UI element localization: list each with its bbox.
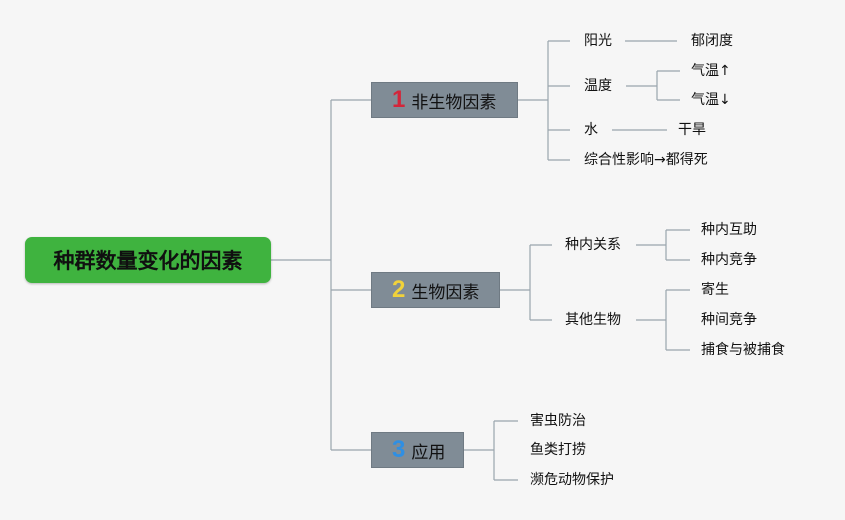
- topic-intraspecific[interactable]: 种内关系: [565, 237, 621, 253]
- topic-pest-control[interactable]: 害虫防治: [530, 413, 586, 429]
- topic-predation[interactable]: 捕食与被捕食: [701, 342, 785, 358]
- root-topic-label: 种群数量变化的因素: [53, 249, 243, 273]
- topic-drought[interactable]: 干旱: [678, 122, 706, 138]
- topic-canopy-density[interactable]: 郁闭度: [691, 33, 733, 49]
- topic-intraspecific-aid[interactable]: 种内互助: [701, 222, 757, 238]
- branch-application[interactable]: 3 应用: [371, 432, 464, 468]
- connector-branch-2: [500, 244, 552, 321]
- topic-temp-drop[interactable]: 气温↓: [691, 92, 731, 108]
- connector-b2-other: [636, 289, 690, 351]
- connector-b2-intra: [636, 229, 690, 261]
- topic-parasitism[interactable]: 寄生: [701, 282, 729, 298]
- topic-temp-rise[interactable]: 气温↑: [691, 63, 731, 79]
- branch-number: 1: [392, 86, 406, 113]
- connector-b1-temp: [626, 70, 680, 101]
- topic-water[interactable]: 水: [584, 122, 598, 138]
- topic-combined-effect[interactable]: 综合性影响→都得死: [584, 152, 708, 168]
- topic-endangered-protection[interactable]: 濒危动物保护: [530, 472, 614, 488]
- branch-label: 非生物因素: [411, 92, 497, 113]
- connector-root: [271, 99, 371, 451]
- connector-branch-1: [518, 40, 570, 161]
- topic-sunlight[interactable]: 阳光: [584, 33, 612, 49]
- topic-other-organisms[interactable]: 其他生物: [565, 312, 621, 328]
- branch-label: 应用: [411, 442, 446, 463]
- topic-interspecific-competition[interactable]: 种间竞争: [701, 312, 757, 328]
- branch-biotic[interactable]: 2 生物因素: [371, 272, 500, 308]
- topic-fishing[interactable]: 鱼类打捞: [530, 442, 586, 458]
- root-topic[interactable]: 种群数量变化的因素: [25, 237, 271, 283]
- topic-intraspecific-competition[interactable]: 种内竞争: [701, 252, 757, 268]
- branch-number: 3: [392, 436, 406, 463]
- branch-number: 2: [392, 276, 406, 303]
- branch-abiotic[interactable]: 1 非生物因素: [371, 82, 518, 118]
- branch-label: 生物因素: [411, 282, 480, 303]
- connector-branch-3: [464, 420, 518, 481]
- topic-temperature[interactable]: 温度: [584, 78, 612, 94]
